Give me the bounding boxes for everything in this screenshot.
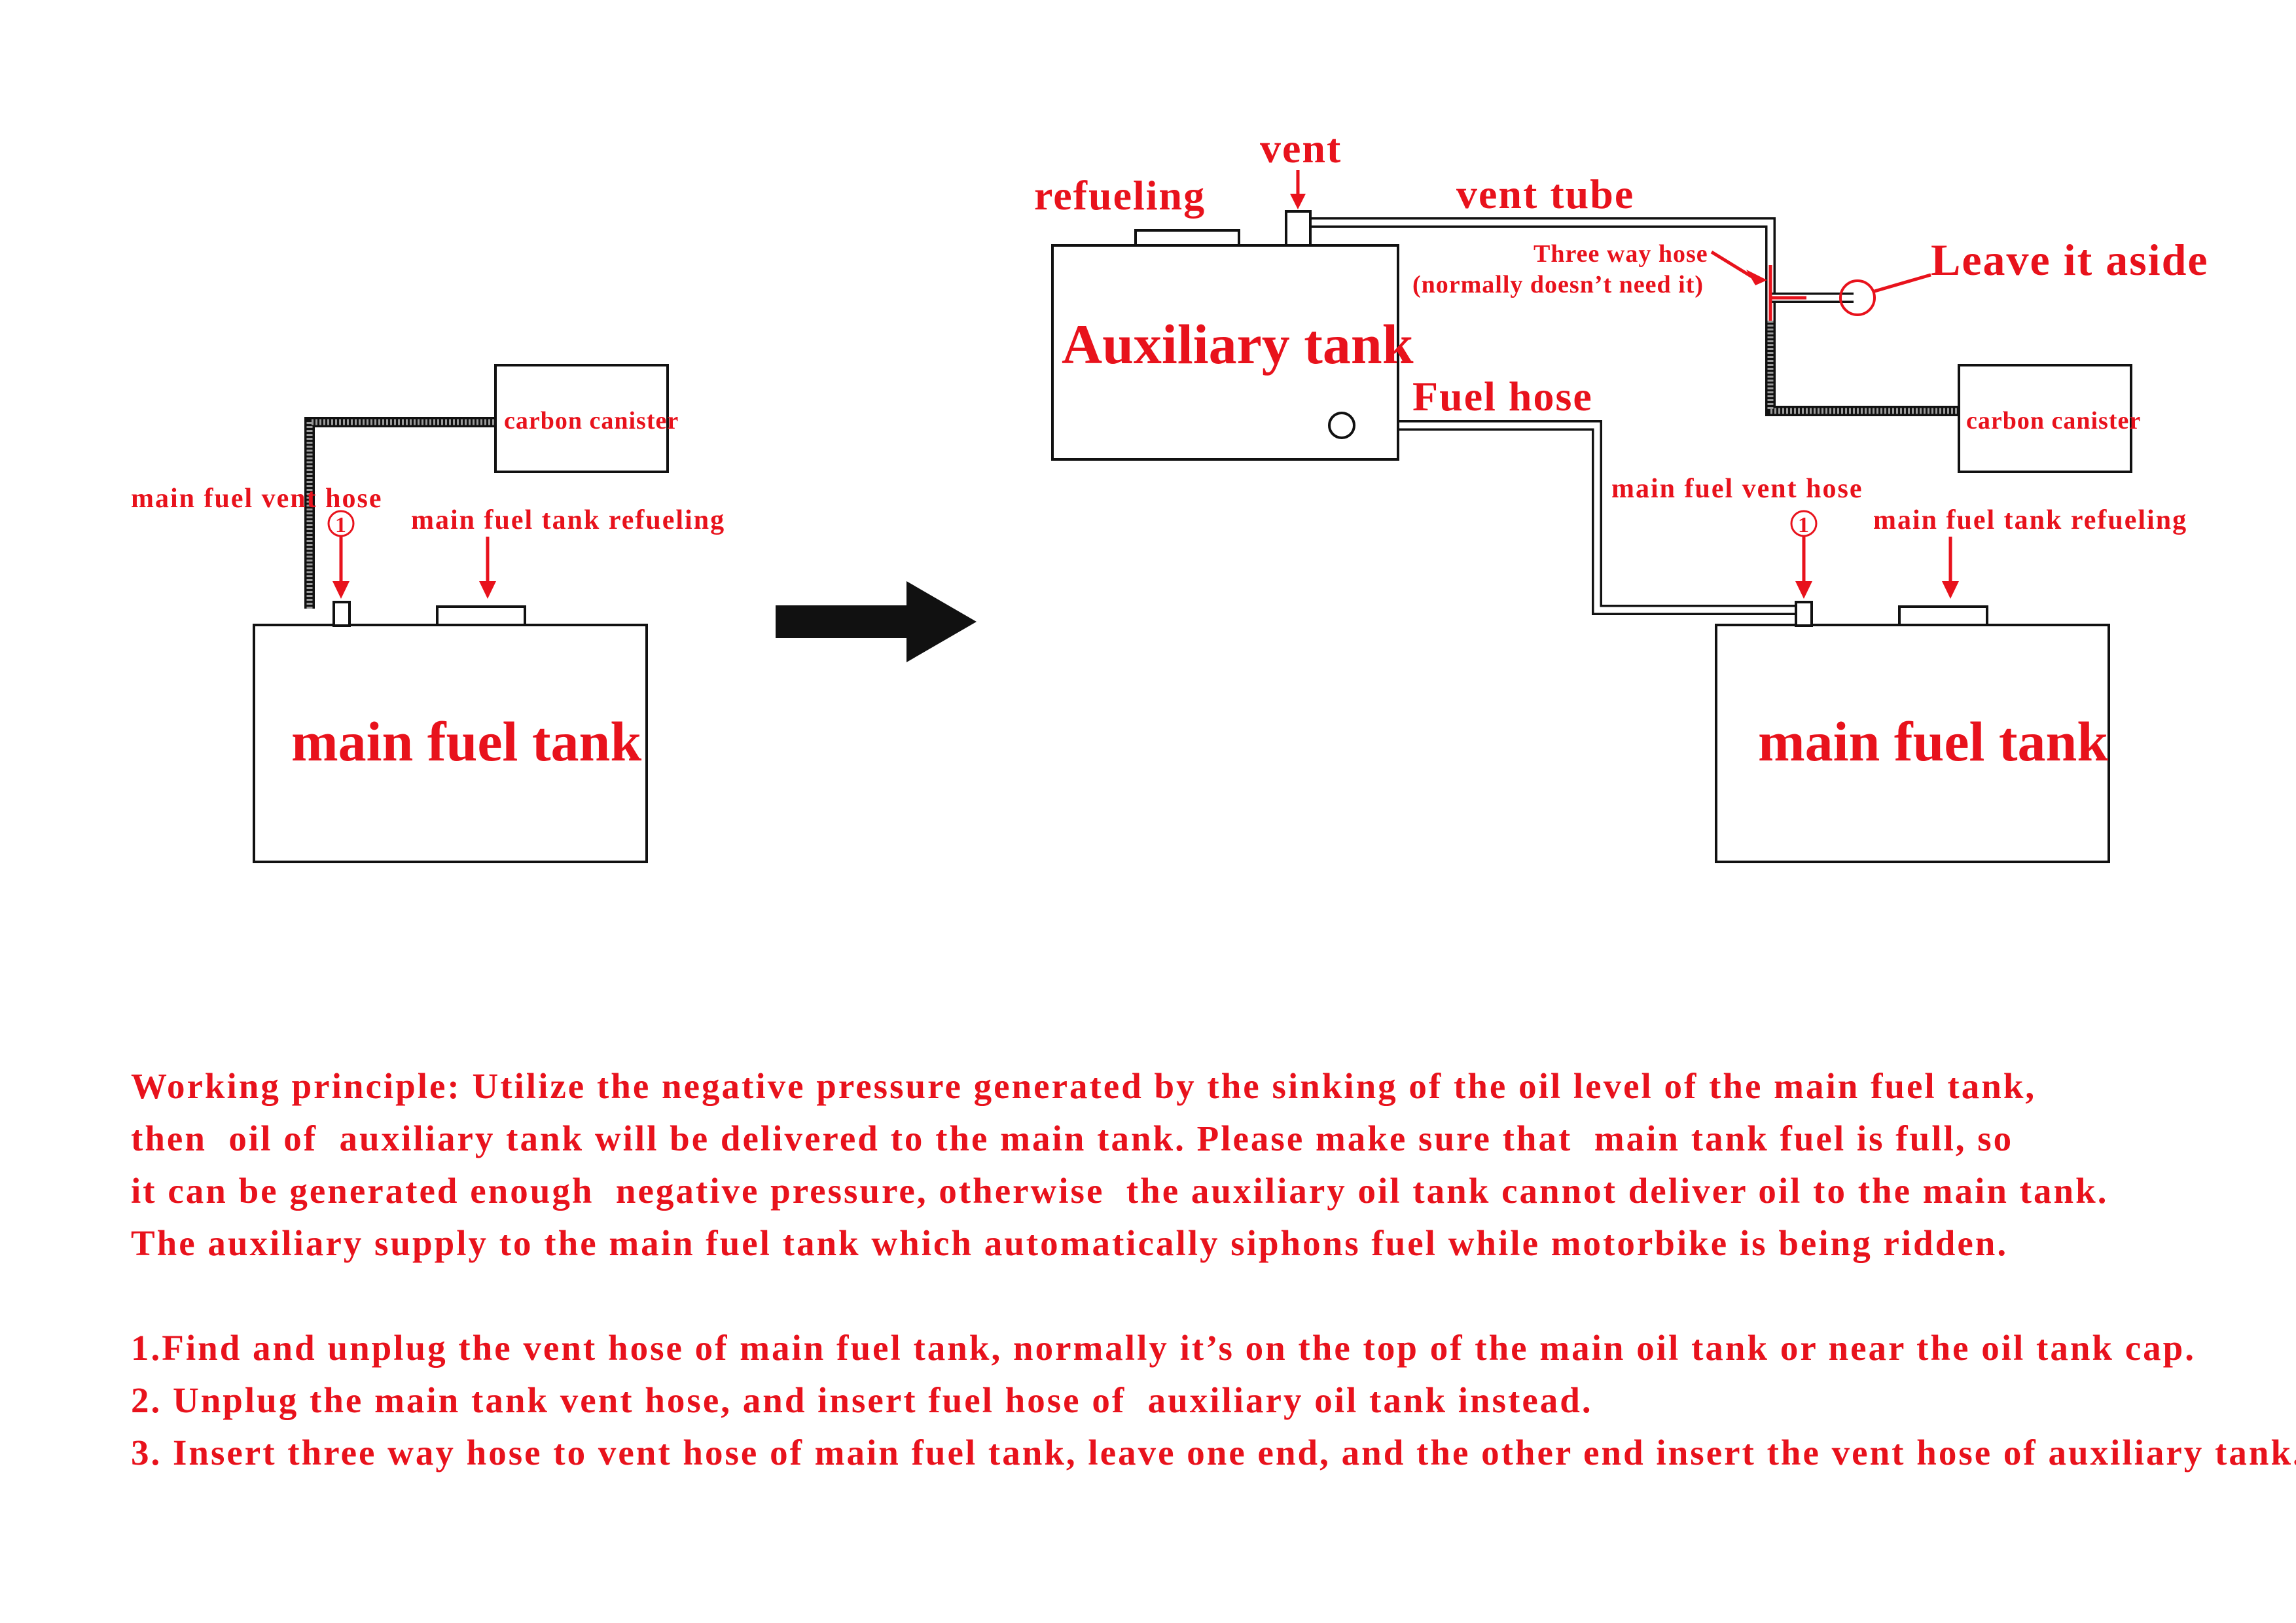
step-line: 2. Unplug the main tank vent hose, and i… bbox=[131, 1380, 1593, 1420]
principle-line: it can be generated enough negative pres… bbox=[131, 1171, 2109, 1211]
right-main-fuel-tank-label: main fuel tank bbox=[1758, 710, 2108, 773]
right-marker-circle bbox=[1790, 510, 1818, 537]
left-vent-nipple bbox=[332, 601, 351, 627]
right-main-fuel-tank bbox=[1715, 624, 2110, 863]
right-refuel-cap bbox=[1898, 605, 1988, 626]
left-main-fuel-tank-label: main fuel tank bbox=[291, 710, 641, 773]
left-vent-hose-label: main fuel vent hose bbox=[131, 484, 383, 514]
left-marker-circle bbox=[327, 510, 355, 537]
right-vent-arrow-head bbox=[1795, 581, 1812, 599]
right-refueling-label: main fuel tank refueling bbox=[1873, 505, 2187, 535]
right-vent-hose-label: main fuel vent hose bbox=[1611, 474, 1863, 504]
three-way-arrow-head bbox=[1746, 270, 1767, 285]
left-refueling-label: main fuel tank refueling bbox=[411, 505, 725, 535]
aux-refueling-label: refueling bbox=[1034, 172, 1206, 219]
left-refuel-arrow-head bbox=[479, 581, 496, 599]
fuel-hose-label: Fuel hose bbox=[1412, 373, 1593, 419]
vent-arrow-head bbox=[1290, 194, 1306, 209]
left-main-fuel-tank bbox=[253, 624, 648, 863]
leave-aside-circle bbox=[1839, 279, 1876, 316]
right-vent-nipple bbox=[1795, 601, 1813, 627]
left-refuel-cap bbox=[436, 605, 526, 626]
step-line: 1.Find and unplug the vent hose of main … bbox=[131, 1328, 2197, 1368]
right-carbon-canister bbox=[1958, 364, 2132, 473]
principle-line: The auxiliary supply to the main fuel ta… bbox=[131, 1223, 2009, 1263]
aux-refuel-cap bbox=[1134, 229, 1240, 247]
right-marker-number: 1 bbox=[1798, 513, 1809, 537]
left-carbon-canister-label: carbon canister bbox=[504, 407, 679, 435]
transition-arrow bbox=[776, 581, 977, 662]
fuel-hose bbox=[1355, 420, 1805, 615]
fuel-outlet bbox=[1328, 412, 1355, 439]
vent-label: vent bbox=[1260, 125, 1342, 171]
right-carbon-canister-label: carbon canister bbox=[1966, 407, 2141, 435]
leave-it-aside-label: Leave it aside bbox=[1931, 235, 2209, 285]
left-vent-arrow-head bbox=[332, 581, 350, 599]
principle-line: Working principle: Utilize the negative … bbox=[131, 1066, 2037, 1106]
step-line: 3. Insert three way hose to vent hose of… bbox=[131, 1433, 2296, 1472]
three-way-hose-label: Three way hose bbox=[1534, 240, 1708, 268]
vent-tube-label: vent tube bbox=[1456, 171, 1634, 217]
three-way-note: (normally doesn’t need it) bbox=[1412, 271, 1704, 298]
auxiliary-tank-label: Auxiliary tank bbox=[1062, 313, 1414, 376]
principle-line: then oil of auxiliary tank will be deliv… bbox=[131, 1118, 2014, 1158]
instructions-block: Working principle: Utilize the negative … bbox=[131, 1060, 2296, 1479]
right-diagram: Auxiliary tank carbon canister main fuel… bbox=[1034, 125, 2209, 863]
right-refuel-arrow-head bbox=[1942, 581, 1959, 599]
left-diagram: carbon canister main fuel tank main fuel… bbox=[131, 364, 725, 863]
left-carbon-canister bbox=[494, 364, 669, 473]
left-marker-number: 1 bbox=[335, 513, 346, 537]
aux-vent-nipple bbox=[1285, 210, 1312, 247]
